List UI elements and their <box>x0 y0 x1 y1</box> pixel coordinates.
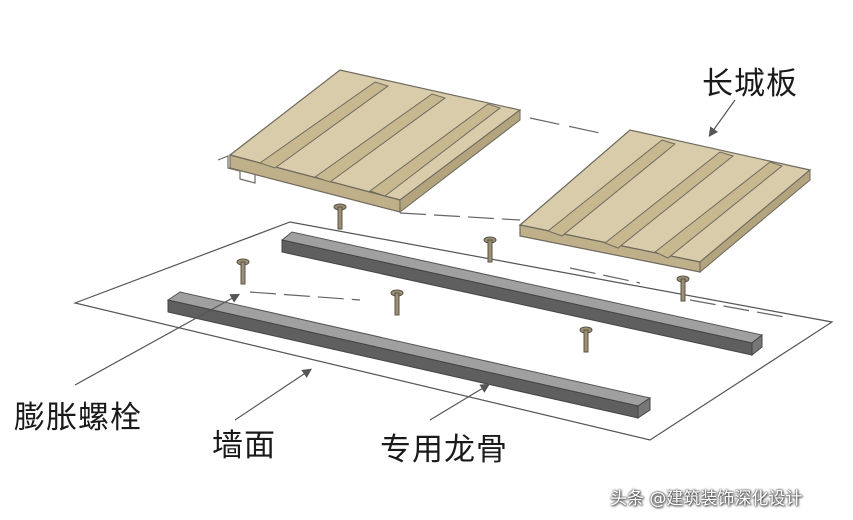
label-wall-surface: 墙面 <box>212 428 276 464</box>
bolt-1 <box>333 203 347 230</box>
leader-expansion-bolt <box>74 293 241 386</box>
label-keel: 专用龙骨 <box>380 432 508 468</box>
expansion-bolts <box>236 203 690 353</box>
bolt-5 <box>676 275 690 302</box>
leader-lines <box>74 99 736 421</box>
watermark: 头条 @建筑装饰深化设计 <box>610 489 803 509</box>
label-wall-panel: 长城板 <box>702 66 798 102</box>
label-expansion-bolt: 膨胀螺栓 <box>14 400 142 436</box>
leader-wall-surface <box>234 368 312 421</box>
bolt-3 <box>236 258 250 285</box>
keel-back <box>280 231 764 357</box>
wall-surface-plane <box>72 221 834 441</box>
wall-panel-right <box>518 129 812 274</box>
bolt-2 <box>483 236 497 263</box>
keel-front <box>166 291 652 419</box>
leader-keel <box>429 383 491 421</box>
leader-wall-panel <box>708 99 736 137</box>
alignment-lines <box>249 117 791 319</box>
bolt-4 <box>390 289 404 316</box>
bolt-6 <box>579 326 593 353</box>
wall-panel-left <box>217 69 522 214</box>
